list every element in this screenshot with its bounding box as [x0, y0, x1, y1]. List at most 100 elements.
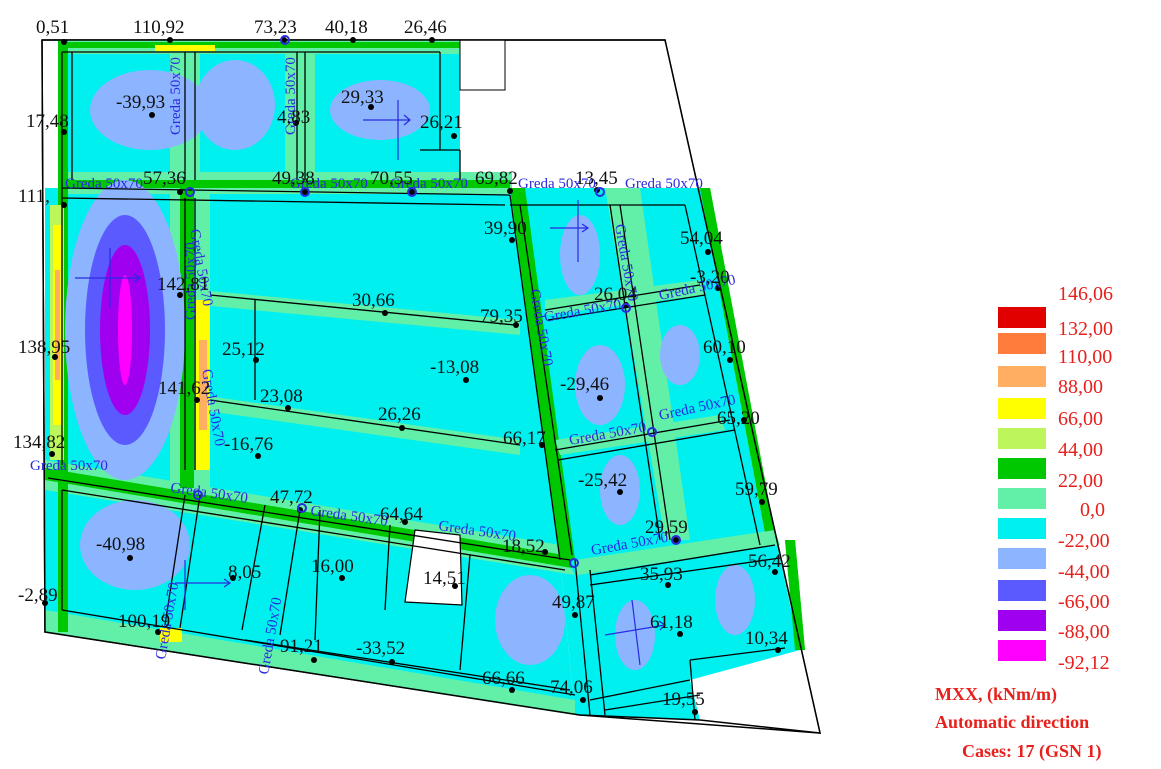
- value-label: 47,72: [270, 487, 313, 508]
- legend-swatch: [998, 640, 1046, 661]
- value-label: 61,18: [650, 612, 693, 633]
- value-label: 73,23: [254, 17, 297, 38]
- legend-label: -22,00: [1058, 530, 1110, 552]
- value-label: 49,87: [552, 592, 595, 613]
- beam-label: Greda 50x70: [168, 57, 184, 135]
- beam-label: Greda 50x70: [390, 176, 468, 192]
- value-label: 26,21: [420, 112, 463, 133]
- value-label: 142,81: [157, 274, 209, 295]
- legend: 146,06 132,00 110,00 88,00 66,00 44,00 2…: [935, 283, 1113, 762]
- legend-swatch: [998, 458, 1046, 479]
- value-label: 79,35: [480, 306, 523, 327]
- legend-label: 110,00: [1058, 346, 1112, 368]
- value-label: 8,05: [228, 562, 261, 583]
- value-label: 49,38: [272, 168, 315, 189]
- value-label: 91,21: [280, 636, 323, 657]
- beam-label: Greda 50x70: [30, 458, 108, 474]
- value-label: 110,92: [133, 17, 185, 38]
- value-label: -2,89: [18, 585, 58, 606]
- value-label: 4,83: [277, 107, 310, 128]
- value-labels: 0,51 110,92 73,23 40,18 26,46 17,48 -39,…: [13, 17, 791, 710]
- value-label: -13,08: [430, 357, 479, 378]
- value-label: 40,18: [325, 17, 368, 38]
- value-label: 30,66: [352, 290, 395, 311]
- legend-swatch: [998, 518, 1046, 539]
- beam-label: Greda 50x70: [283, 57, 299, 135]
- legend-caption-quantity: MXX, (kNm/m): [935, 684, 1057, 705]
- legend-swatch: [998, 548, 1046, 569]
- value-label: 57,36: [143, 168, 186, 189]
- legend-label: -88,00: [1058, 621, 1110, 643]
- value-label: 74,06: [550, 677, 593, 698]
- value-label: 39,90: [484, 218, 527, 239]
- value-label: -16,76: [224, 434, 273, 455]
- value-label: -39,93: [116, 92, 165, 113]
- value-label: 23,08: [260, 386, 303, 407]
- value-label: 138,95: [18, 337, 70, 358]
- value-label: 29,33: [341, 87, 384, 108]
- value-label: 10,34: [745, 628, 788, 649]
- value-label: 26,46: [404, 17, 447, 38]
- legend-label: 132,00: [1058, 318, 1113, 340]
- beam-label: Greda 50x70: [183, 242, 199, 320]
- legend-caption-cases: Cases: 17 (GSN 1): [962, 741, 1102, 762]
- value-label: 69,82: [475, 168, 518, 189]
- value-label: 29,59: [645, 517, 688, 538]
- legend-label: -92,12: [1058, 652, 1110, 674]
- beam-label: Greda 50x70: [518, 176, 596, 192]
- beam-lines: [47, 51, 786, 721]
- legend-swatch: [998, 428, 1046, 449]
- value-label: -33,52: [356, 638, 405, 659]
- beam-label: Greda 50x70: [625, 176, 703, 192]
- legend-label: 44,00: [1058, 439, 1103, 461]
- legend-swatch: [998, 307, 1046, 328]
- slab-edge: [41, 39, 821, 734]
- legend-label: -66,00: [1058, 591, 1110, 613]
- legend-caption-direction: Automatic direction: [935, 712, 1089, 732]
- value-label: 16,00: [311, 556, 354, 577]
- legend-swatch: [998, 398, 1046, 419]
- value-label: 65,20: [717, 408, 760, 429]
- value-label: 134,82: [13, 432, 65, 453]
- value-label: 111,: [18, 186, 50, 207]
- value-label: 17,48: [26, 111, 69, 132]
- value-label: 25,12: [222, 339, 265, 360]
- value-label: 54,04: [680, 228, 723, 249]
- value-label: 66,66: [482, 668, 525, 689]
- legend-swatch: [998, 580, 1046, 601]
- value-label: 18,52: [502, 536, 545, 557]
- value-label: 35,93: [640, 564, 683, 585]
- beam-label: Greda 50x70: [290, 176, 368, 192]
- value-label: 141,62: [158, 378, 210, 399]
- legend-label: 66,00: [1058, 408, 1103, 430]
- legend-swatch: [998, 488, 1046, 509]
- legend-swatch: [998, 610, 1046, 631]
- legend-label: -44,00: [1058, 561, 1110, 583]
- value-label: -25,42: [578, 470, 627, 491]
- value-label: -40,98: [96, 534, 145, 555]
- value-label: 0,51: [36, 17, 69, 38]
- value-label: -3,20: [690, 267, 730, 288]
- value-label: 59,79: [735, 479, 778, 500]
- local-axis-arrows: [75, 100, 666, 666]
- legend-swatch: [998, 333, 1046, 354]
- value-label: 26,26: [378, 404, 421, 425]
- legend-label: 22,00: [1058, 470, 1103, 492]
- value-label: 26,04: [594, 284, 637, 305]
- value-label: -29,46: [560, 374, 609, 395]
- legend-label: 88,00: [1058, 376, 1103, 398]
- value-label: 14,51: [423, 568, 466, 589]
- legend-label: 0,0: [1080, 499, 1105, 521]
- beam-joints: [185, 35, 681, 568]
- value-label: 56,42: [748, 551, 791, 572]
- value-label: 70,55: [370, 168, 413, 189]
- value-label: 19,55: [662, 689, 705, 710]
- value-label: 60,10: [703, 337, 746, 358]
- legend-label: 146,06: [1058, 283, 1113, 305]
- value-label: 66,17: [503, 428, 546, 449]
- legend-swatch: [998, 366, 1046, 387]
- value-label: 100,19: [118, 611, 170, 632]
- value-label: 13,45: [575, 168, 618, 189]
- value-label: 64,64: [380, 504, 423, 525]
